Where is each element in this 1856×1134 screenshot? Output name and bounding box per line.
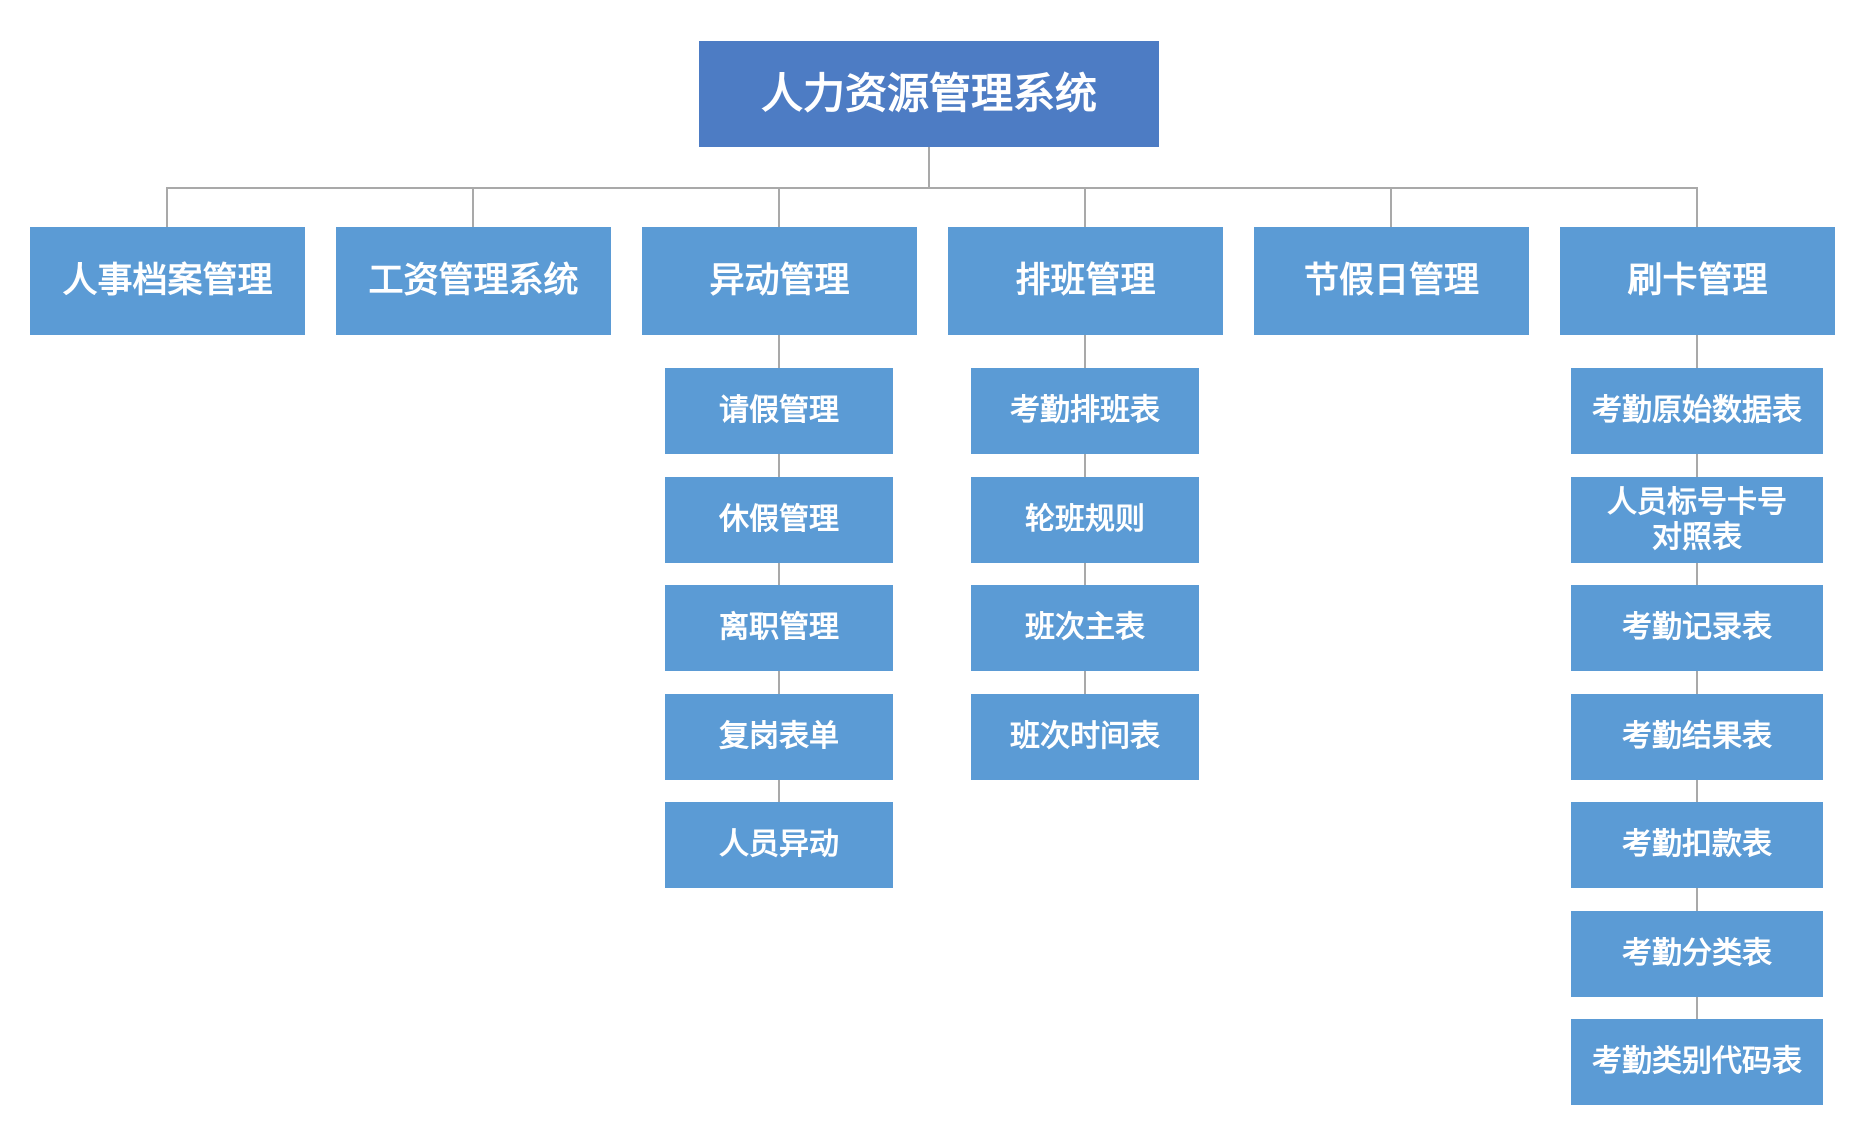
node-shift-time-table: 班次时间表 <box>971 694 1199 780</box>
node-label: 离职管理 <box>719 611 839 645</box>
node-employee-card-mapping: 人员标号卡号 对照表 <box>1571 477 1823 563</box>
node-shift-master-table: 班次主表 <box>971 585 1199 671</box>
node-personnel-archives: 人事档案管理 <box>30 227 305 335</box>
node-reinstatement-form: 复岗表单 <box>665 694 893 780</box>
node-label: 节假日管理 <box>1303 261 1479 301</box>
connector <box>1696 335 1698 368</box>
node-label: 人事档案管理 <box>62 261 273 301</box>
node-label: 班次主表 <box>1025 611 1145 645</box>
node-label: 异动管理 <box>709 261 850 301</box>
node-label: 考勤记录表 <box>1622 611 1772 645</box>
node-label: 考勤扣款表 <box>1622 828 1772 862</box>
connector-drop <box>1696 189 1698 227</box>
node-personnel-transfer: 人员异动 <box>665 802 893 888</box>
connector <box>1084 335 1086 368</box>
node-attendance-results: 考勤结果表 <box>1571 694 1823 780</box>
connector <box>1696 780 1698 802</box>
node-shift-rotation-rules: 轮班规则 <box>971 477 1199 563</box>
node-vacation-mgmt: 休假管理 <box>665 477 893 563</box>
connector-root-stub <box>928 147 930 188</box>
node-label: 刷卡管理 <box>1627 261 1768 301</box>
node-transfer-mgmt: 异动管理 <box>642 227 917 335</box>
connector-drop <box>1084 189 1086 227</box>
node-label: 考勤类别代码表 <box>1592 1045 1802 1079</box>
node-label: 考勤结果表 <box>1622 720 1772 754</box>
node-attendance-deductions: 考勤扣款表 <box>1571 802 1823 888</box>
connector <box>1696 888 1698 911</box>
node-payroll-system: 工资管理系统 <box>336 227 611 335</box>
node-attendance-raw-data: 考勤原始数据表 <box>1571 368 1823 454</box>
connector-drop <box>1390 189 1392 227</box>
node-holiday-mgmt: 节假日管理 <box>1254 227 1529 335</box>
connector <box>1084 671 1086 694</box>
connector-horizontal <box>166 187 1698 189</box>
node-label: 考勤分类表 <box>1622 937 1772 971</box>
connector <box>778 671 780 694</box>
node-attendance-category-codes: 考勤类别代码表 <box>1571 1019 1823 1105</box>
node-scheduling-mgmt: 排班管理 <box>948 227 1223 335</box>
connector <box>1084 563 1086 585</box>
connector <box>1084 454 1086 477</box>
connector-drop <box>778 189 780 227</box>
node-resignation-mgmt: 离职管理 <box>665 585 893 671</box>
node-label: 排班管理 <box>1015 261 1156 301</box>
node-attendance-records: 考勤记录表 <box>1571 585 1823 671</box>
node-label: 工资管理系统 <box>368 261 579 301</box>
node-attendance-schedule: 考勤排班表 <box>971 368 1199 454</box>
connector <box>778 563 780 585</box>
connector <box>1696 997 1698 1019</box>
connector <box>778 780 780 802</box>
connector-drop <box>472 189 474 227</box>
connector <box>1696 454 1698 477</box>
node-leave-request: 请假管理 <box>665 368 893 454</box>
connector <box>778 335 780 368</box>
node-hr-root: 人力资源管理系统 <box>699 41 1159 147</box>
node-label: 考勤原始数据表 <box>1592 394 1802 428</box>
node-label: 人员异动 <box>719 828 839 862</box>
node-label: 人力资源管理系统 <box>760 70 1097 118</box>
node-card-swipe-mgmt: 刷卡管理 <box>1560 227 1835 335</box>
connector <box>778 454 780 477</box>
connector <box>1696 671 1698 694</box>
node-label: 考勤排班表 <box>1010 394 1160 428</box>
node-label: 请假管理 <box>719 394 839 428</box>
connector <box>1696 563 1698 585</box>
node-label: 轮班规则 <box>1025 503 1145 537</box>
node-label: 班次时间表 <box>1010 720 1160 754</box>
connector-drop <box>166 189 168 227</box>
node-label: 休假管理 <box>719 503 839 537</box>
node-label: 人员标号卡号 对照表 <box>1607 485 1787 554</box>
node-attendance-categories: 考勤分类表 <box>1571 911 1823 997</box>
node-label: 复岗表单 <box>719 720 839 754</box>
